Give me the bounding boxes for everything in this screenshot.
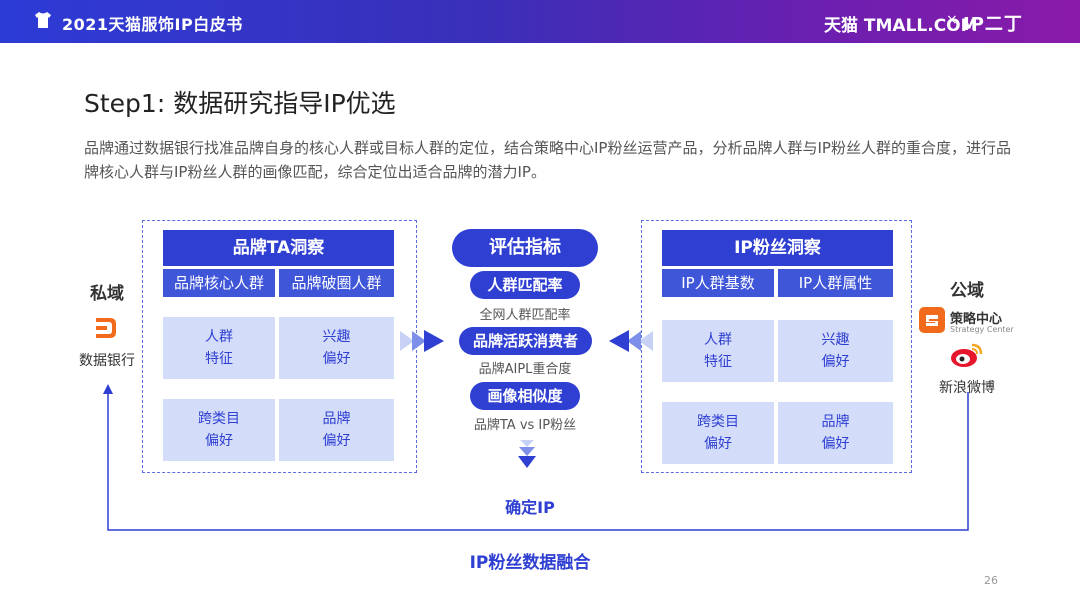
left-cell-cross-category: 跨类目 偏好 [163, 399, 275, 461]
header-bar: 2021天猫服饰IP白皮书 天猫 TMALL.COM × IP二丁 [0, 0, 1080, 43]
cell-line: 品牌 [821, 414, 850, 430]
cell-line: 兴趣 [322, 329, 351, 345]
ip-brand-logo: IP二丁 [963, 14, 1023, 35]
weibo-icon [951, 343, 983, 367]
cell-line: 特征 [205, 351, 233, 367]
tshirt-icon [35, 12, 51, 28]
ip-fan-data-fusion-label: IP粉丝数据融合 [469, 553, 591, 573]
left-tab-breakout: 品牌破圈人群 [279, 269, 394, 297]
data-bank-label: 数据银行 [79, 353, 135, 369]
cell-line: 偏好 [704, 436, 732, 452]
document-title: 2021天猫服饰IP白皮书 [62, 15, 243, 34]
cell-line: 人群 [704, 332, 732, 348]
metric-caption: 品牌AIPL重合度 [478, 362, 572, 377]
cell-line: 跨类目 [198, 411, 240, 427]
confirm-ip-label: 确定IP [505, 498, 555, 517]
left-panel-title: 品牌TA洞察 [163, 230, 394, 266]
strategy-center-name: 策略中心 [950, 312, 1003, 327]
right-arrow-icon [400, 330, 444, 352]
cell-line: 偏好 [322, 433, 351, 449]
cell-line: 特征 [704, 354, 732, 370]
strategy-center-sub: Strategy Center [950, 325, 1014, 334]
cell-line: 偏好 [821, 354, 850, 370]
feedback-loop-line [103, 384, 969, 531]
slide-heading: Step1: 数据研究指导IP优选 [84, 89, 396, 118]
metric-crowd-match: 人群匹配率 [470, 271, 580, 299]
strategy-center-icon [919, 307, 945, 333]
right-tab-attribute: IP人群属性 [778, 269, 893, 297]
metric-caption: 全网人群匹配率 [479, 308, 571, 323]
weibo-label: 新浪微博 [939, 380, 995, 396]
right-panel-border [641, 220, 912, 473]
left-cell-interest: 兴趣 偏好 [279, 317, 394, 379]
metric-profile-similarity: 画像相似度 [470, 382, 580, 410]
cell-line: 偏好 [322, 351, 351, 367]
right-cell-brand: 品牌 偏好 [778, 402, 893, 464]
metric-caption: 品牌TA vs IP粉丝 [473, 418, 577, 433]
right-cell-cross-category: 跨类目 偏好 [662, 402, 774, 464]
data-bank-icon [96, 318, 116, 338]
slide-description: 品牌通过数据银行找准品牌自身的核心人群或目标人群的定位，结合策略中心IP粉丝运营… [84, 139, 1011, 181]
page-number: 26 [984, 574, 998, 587]
left-arrow-icon [609, 330, 653, 352]
brand-separator: × [946, 12, 958, 28]
cell-line: 跨类目 [697, 414, 739, 430]
metrics-title: 评估指标 [452, 229, 598, 267]
cell-line: 品牌 [322, 411, 351, 427]
metric-active-consumers: 品牌活跃消费者 [459, 327, 592, 355]
down-arrow-icon [518, 440, 536, 468]
left-tab-core: 品牌核心人群 [163, 269, 275, 297]
cell-line: 兴趣 [821, 332, 850, 348]
right-tab-base: IP人群基数 [662, 269, 774, 297]
private-domain-title: 私域 [90, 284, 124, 304]
left-cell-crowd-feature: 人群 特征 [163, 317, 275, 379]
left-cell-brand: 品牌 偏好 [279, 399, 394, 461]
cell-line: 人群 [205, 329, 233, 345]
public-domain-title: 公域 [950, 281, 984, 301]
right-panel-title: IP粉丝洞察 [662, 230, 893, 266]
right-cell-interest: 兴趣 偏好 [778, 320, 893, 382]
cell-line: 偏好 [205, 433, 233, 449]
right-cell-crowd-feature: 人群 特征 [662, 320, 774, 382]
cell-line: 偏好 [821, 436, 850, 452]
tmall-logo: 天猫 TMALL.COM [824, 16, 978, 36]
